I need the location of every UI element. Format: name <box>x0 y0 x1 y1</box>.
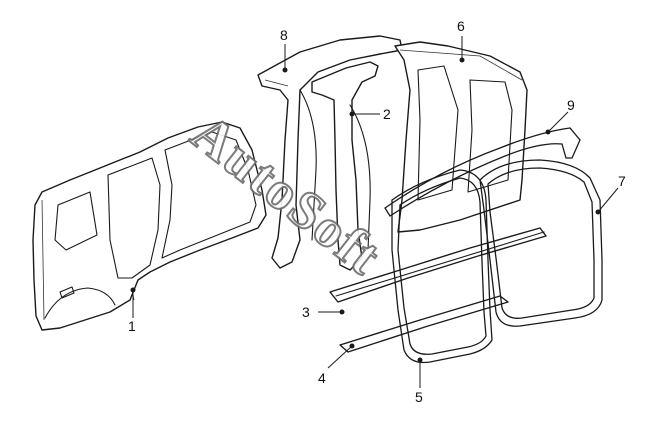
callout-9: 9 <box>567 97 575 113</box>
sill-panel <box>329 227 547 303</box>
b-pillar-reinforcement <box>257 35 403 269</box>
leader-dot-8 <box>282 67 288 73</box>
leader-4 <box>327 345 353 369</box>
leader-lines <box>130 36 619 388</box>
callout-3: 3 <box>302 304 310 320</box>
callout-2: 2 <box>383 106 391 122</box>
callout-5: 5 <box>415 389 423 405</box>
rear-side-body-panel <box>32 121 267 331</box>
callout-labels: 1 2 3 4 5 6 7 8 9 <box>128 18 626 405</box>
leader-dot-1 <box>130 287 136 293</box>
leader-dot-3 <box>339 309 345 315</box>
callout-8: 8 <box>280 27 288 43</box>
front-door-seal <box>391 169 493 364</box>
leader-dot-9 <box>545 129 551 135</box>
callout-1: 1 <box>128 318 136 334</box>
rear-door-seal <box>479 159 603 327</box>
callout-4: 4 <box>318 370 326 386</box>
callout-6: 6 <box>457 18 465 34</box>
leader-dot-4 <box>349 343 355 349</box>
leader-7 <box>597 187 619 213</box>
leader-9 <box>547 111 569 133</box>
lower-sill-strip <box>339 295 509 353</box>
leader-dot-5 <box>417 357 423 363</box>
leader-dot-6 <box>459 57 465 63</box>
callout-7: 7 <box>618 173 626 189</box>
leader-dot-7 <box>595 209 601 215</box>
leader-dot-2 <box>349 111 355 117</box>
inner-side-panel <box>394 41 528 233</box>
roof-weatherstrip <box>384 127 581 217</box>
